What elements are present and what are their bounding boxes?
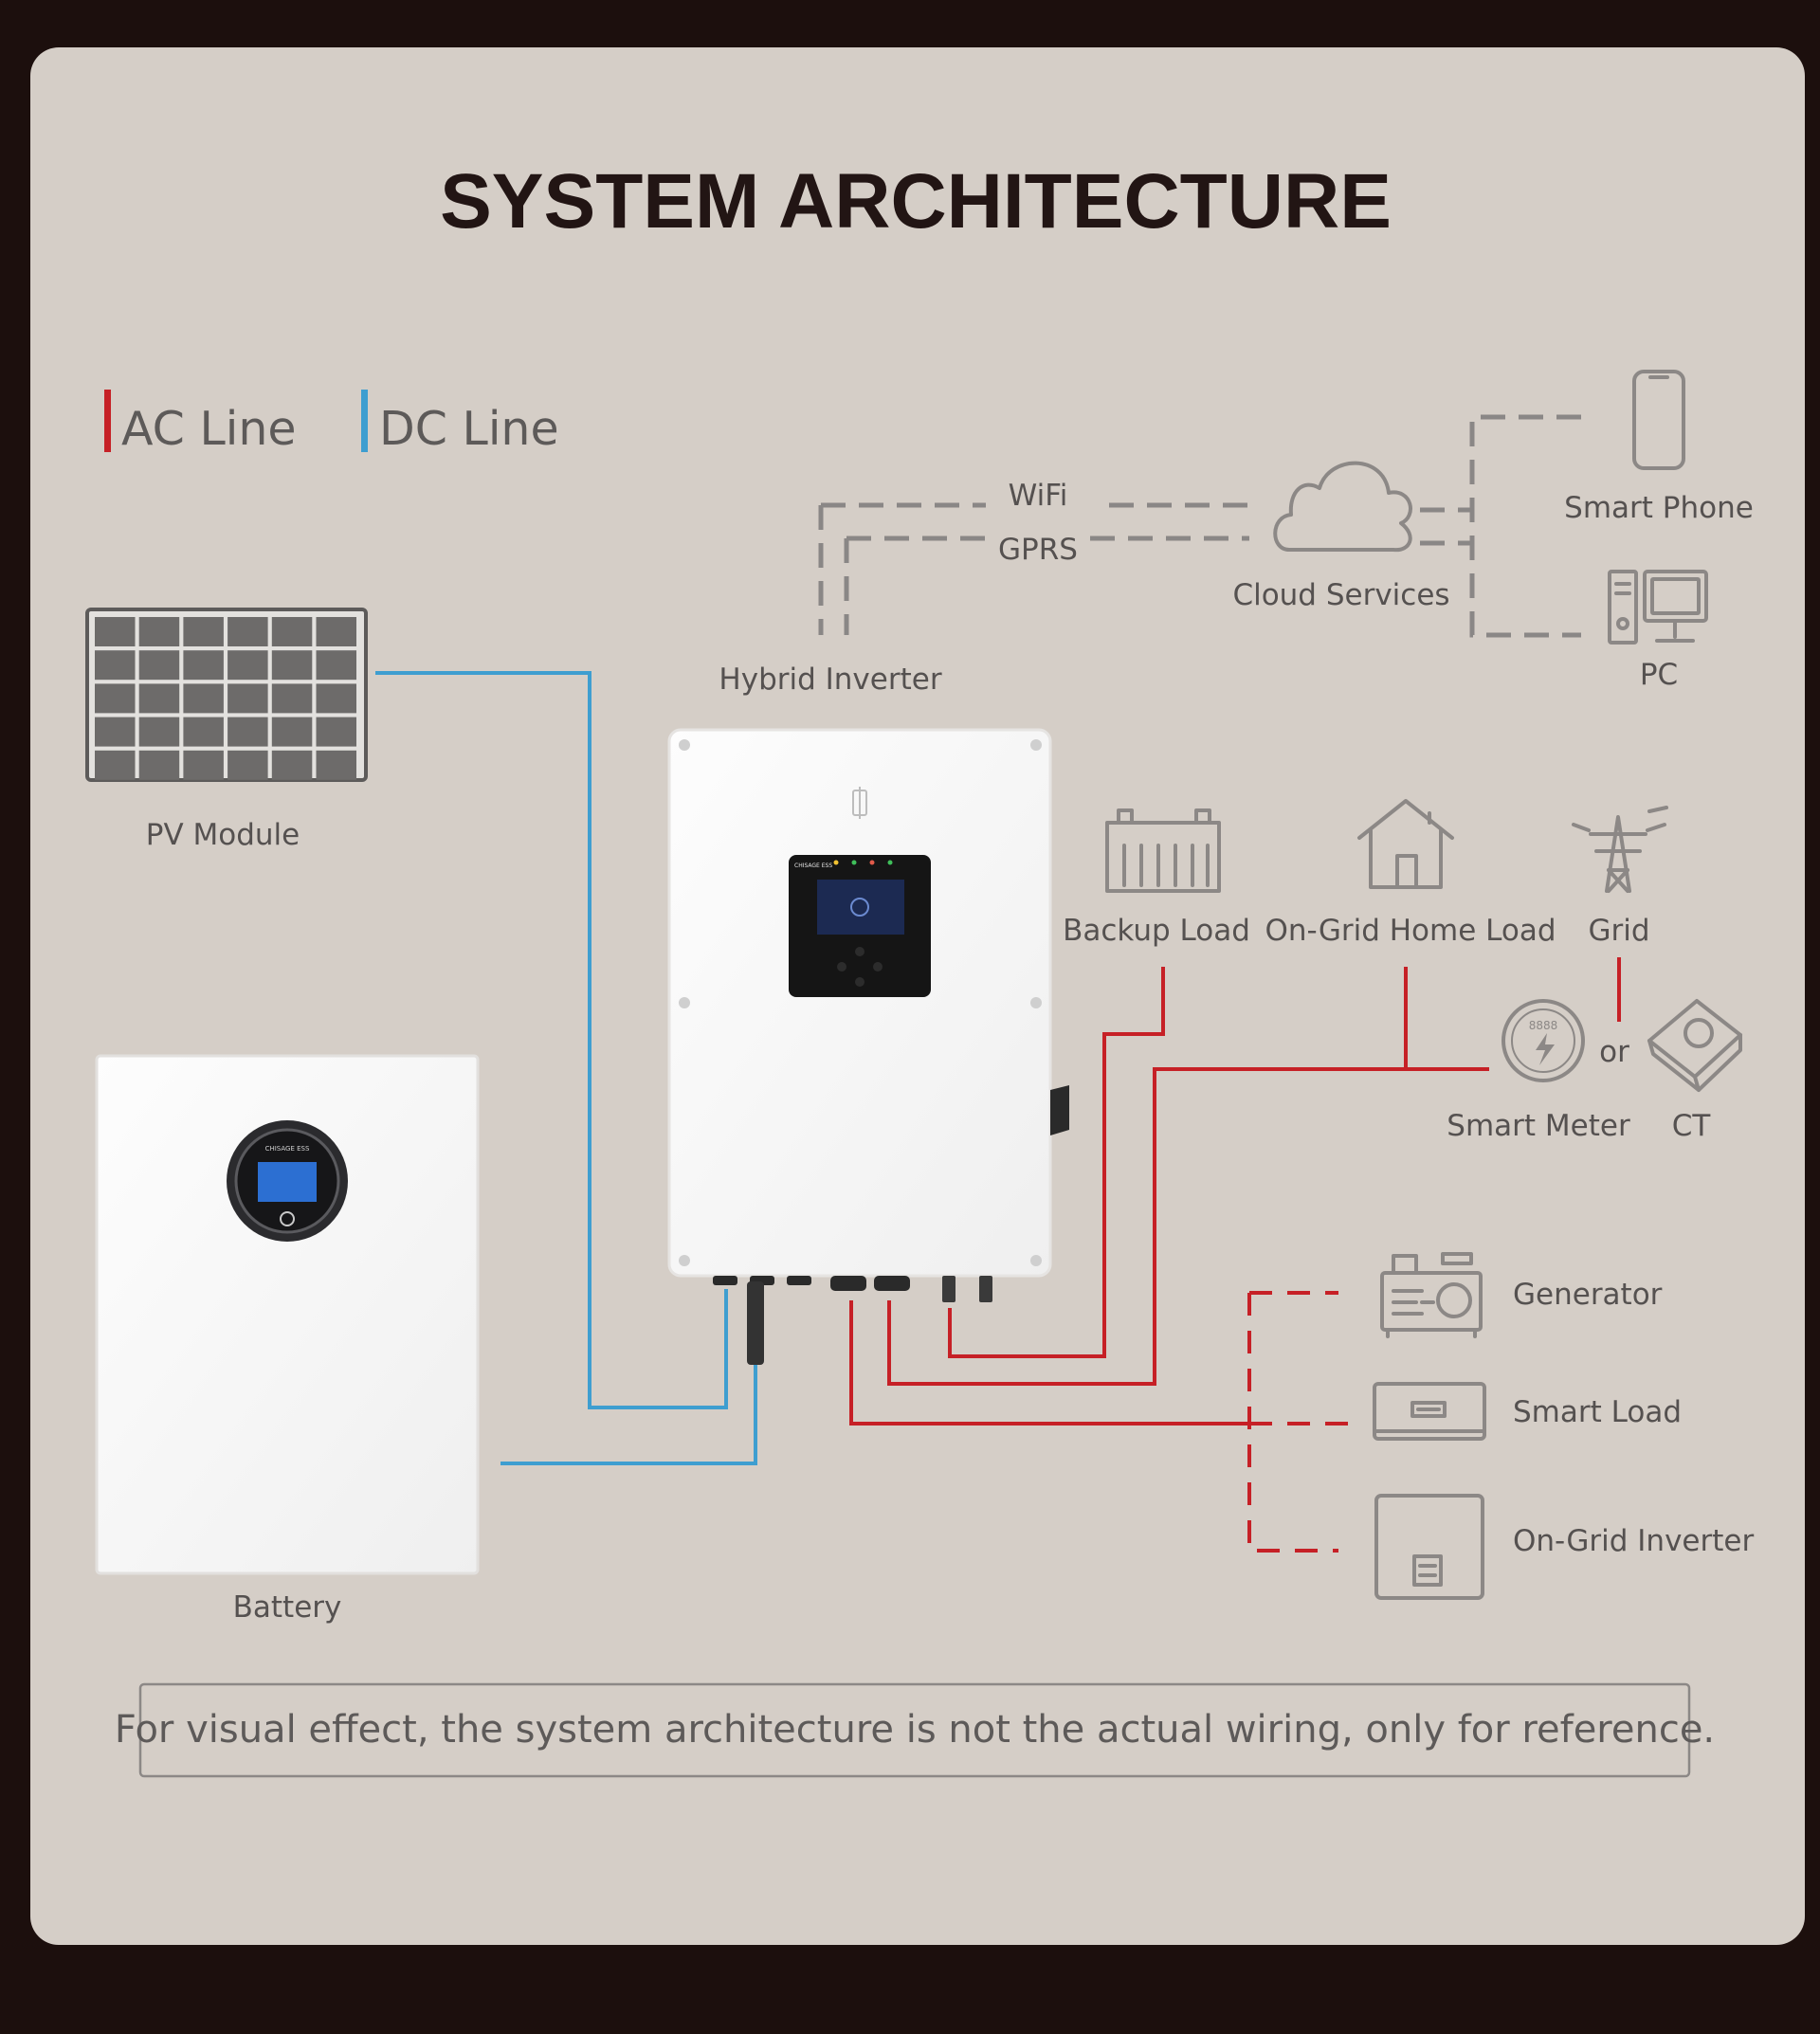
grid-label: Grid [1588,914,1649,948]
smart-meter-label: Smart Meter [1447,1109,1630,1143]
inverter-button-enter[interactable] [873,962,883,972]
optional-load-links [1247,1291,1352,1553]
smart-load-label: Smart Load [1513,1395,1682,1429]
backup-load-icon [1105,808,1221,893]
pv-cell [316,650,356,681]
gprs-label: GPRS [998,533,1078,567]
pv-cell [316,617,356,646]
smart-load-icon [1373,1382,1486,1441]
ac-lines [849,957,1621,1426]
pv-cell [183,717,224,747]
disclaimer-box [138,1682,1691,1778]
ct-icon [1647,999,1742,1092]
dc-legend-label: DC Line [379,402,559,456]
pv-cell [316,683,356,714]
pv-cell [271,650,313,681]
dc-legend-swatch [361,390,368,452]
pv-cell [228,683,268,714]
smart-meter-icon: 8888 [1502,999,1585,1082]
ac-legend-label: AC Line [121,402,297,456]
battery-screen [258,1162,317,1202]
generator-label: Generator [1513,1278,1663,1312]
pv-cell [183,650,224,681]
pv-cell [271,750,313,780]
grid-tower-icon [1572,806,1668,893]
pv-cell [271,617,313,646]
pv-cell [95,650,136,681]
pv-cell [228,750,268,780]
cloud-icon [1273,461,1412,553]
battery-device: CHISAGE ESS [95,1054,480,1575]
pv-cell [138,683,180,714]
inverter-button-down[interactable] [855,977,864,987]
battery-brand-text: CHISAGE ESS [265,1145,310,1153]
pv-cell [138,617,180,646]
pv-cell [138,717,180,747]
hybrid-inverter-device: CHISAGE ESS [667,728,1069,1365]
pv-cell [228,650,268,681]
pv-cell [183,683,224,714]
pv-cell [138,650,180,681]
ac-legend-swatch [104,390,111,452]
pv-cell [228,717,268,747]
disclaimer-text: For visual effect, the system architectu… [115,1708,1715,1752]
pv-cell [138,750,180,780]
inverter-button-esc[interactable] [837,962,846,972]
pv-cell [271,717,313,747]
communication-links [818,414,1581,638]
legend: AC Line DC Line [104,390,559,456]
meter-display-text: 8888 [1529,1019,1558,1032]
wifi-label: WiFi [1009,479,1068,513]
pv-cell [95,750,136,780]
or-label: or [1599,1035,1629,1069]
cloud-services-label: Cloud Services [1232,578,1449,612]
pv-cell [183,617,224,646]
page-title: SYSTEM ARCHITECTURE [440,158,1392,245]
pv-cell [95,717,136,747]
home-icon [1357,799,1454,889]
on-grid-inverter-icon [1374,1494,1484,1600]
inverter-screen [817,880,904,935]
pv-cell [228,617,268,646]
pc-label: PC [1640,658,1678,692]
pv-cell [95,683,136,714]
battery-label: Battery [233,1590,342,1625]
generator-icon [1380,1252,1483,1338]
ct-label: CT [1672,1109,1712,1143]
inverter-brand-text: CHISAGE ESS [794,863,832,869]
pc-icon [1608,570,1708,645]
on-grid-home-load-label: On-Grid Home Load [1265,914,1556,948]
inverter-button-up[interactable] [855,947,864,956]
pv-module-icon [85,608,368,782]
hybrid-inverter-label: Hybrid Inverter [719,663,941,697]
smartphone-icon [1632,370,1685,470]
inverter-logo-icon [852,787,867,819]
smart-phone-label: Smart Phone [1564,491,1754,525]
battery-power-button[interactable] [280,1211,295,1226]
backup-load-label: Backup Load [1063,914,1250,948]
pv-cell [316,717,356,747]
pv-cell [95,617,136,646]
pv-cell [183,750,224,780]
pv-module-label: PV Module [146,818,300,852]
pv-cell [316,750,356,780]
pv-cell [271,683,313,714]
on-grid-inverter-label: On-Grid Inverter [1513,1524,1754,1558]
